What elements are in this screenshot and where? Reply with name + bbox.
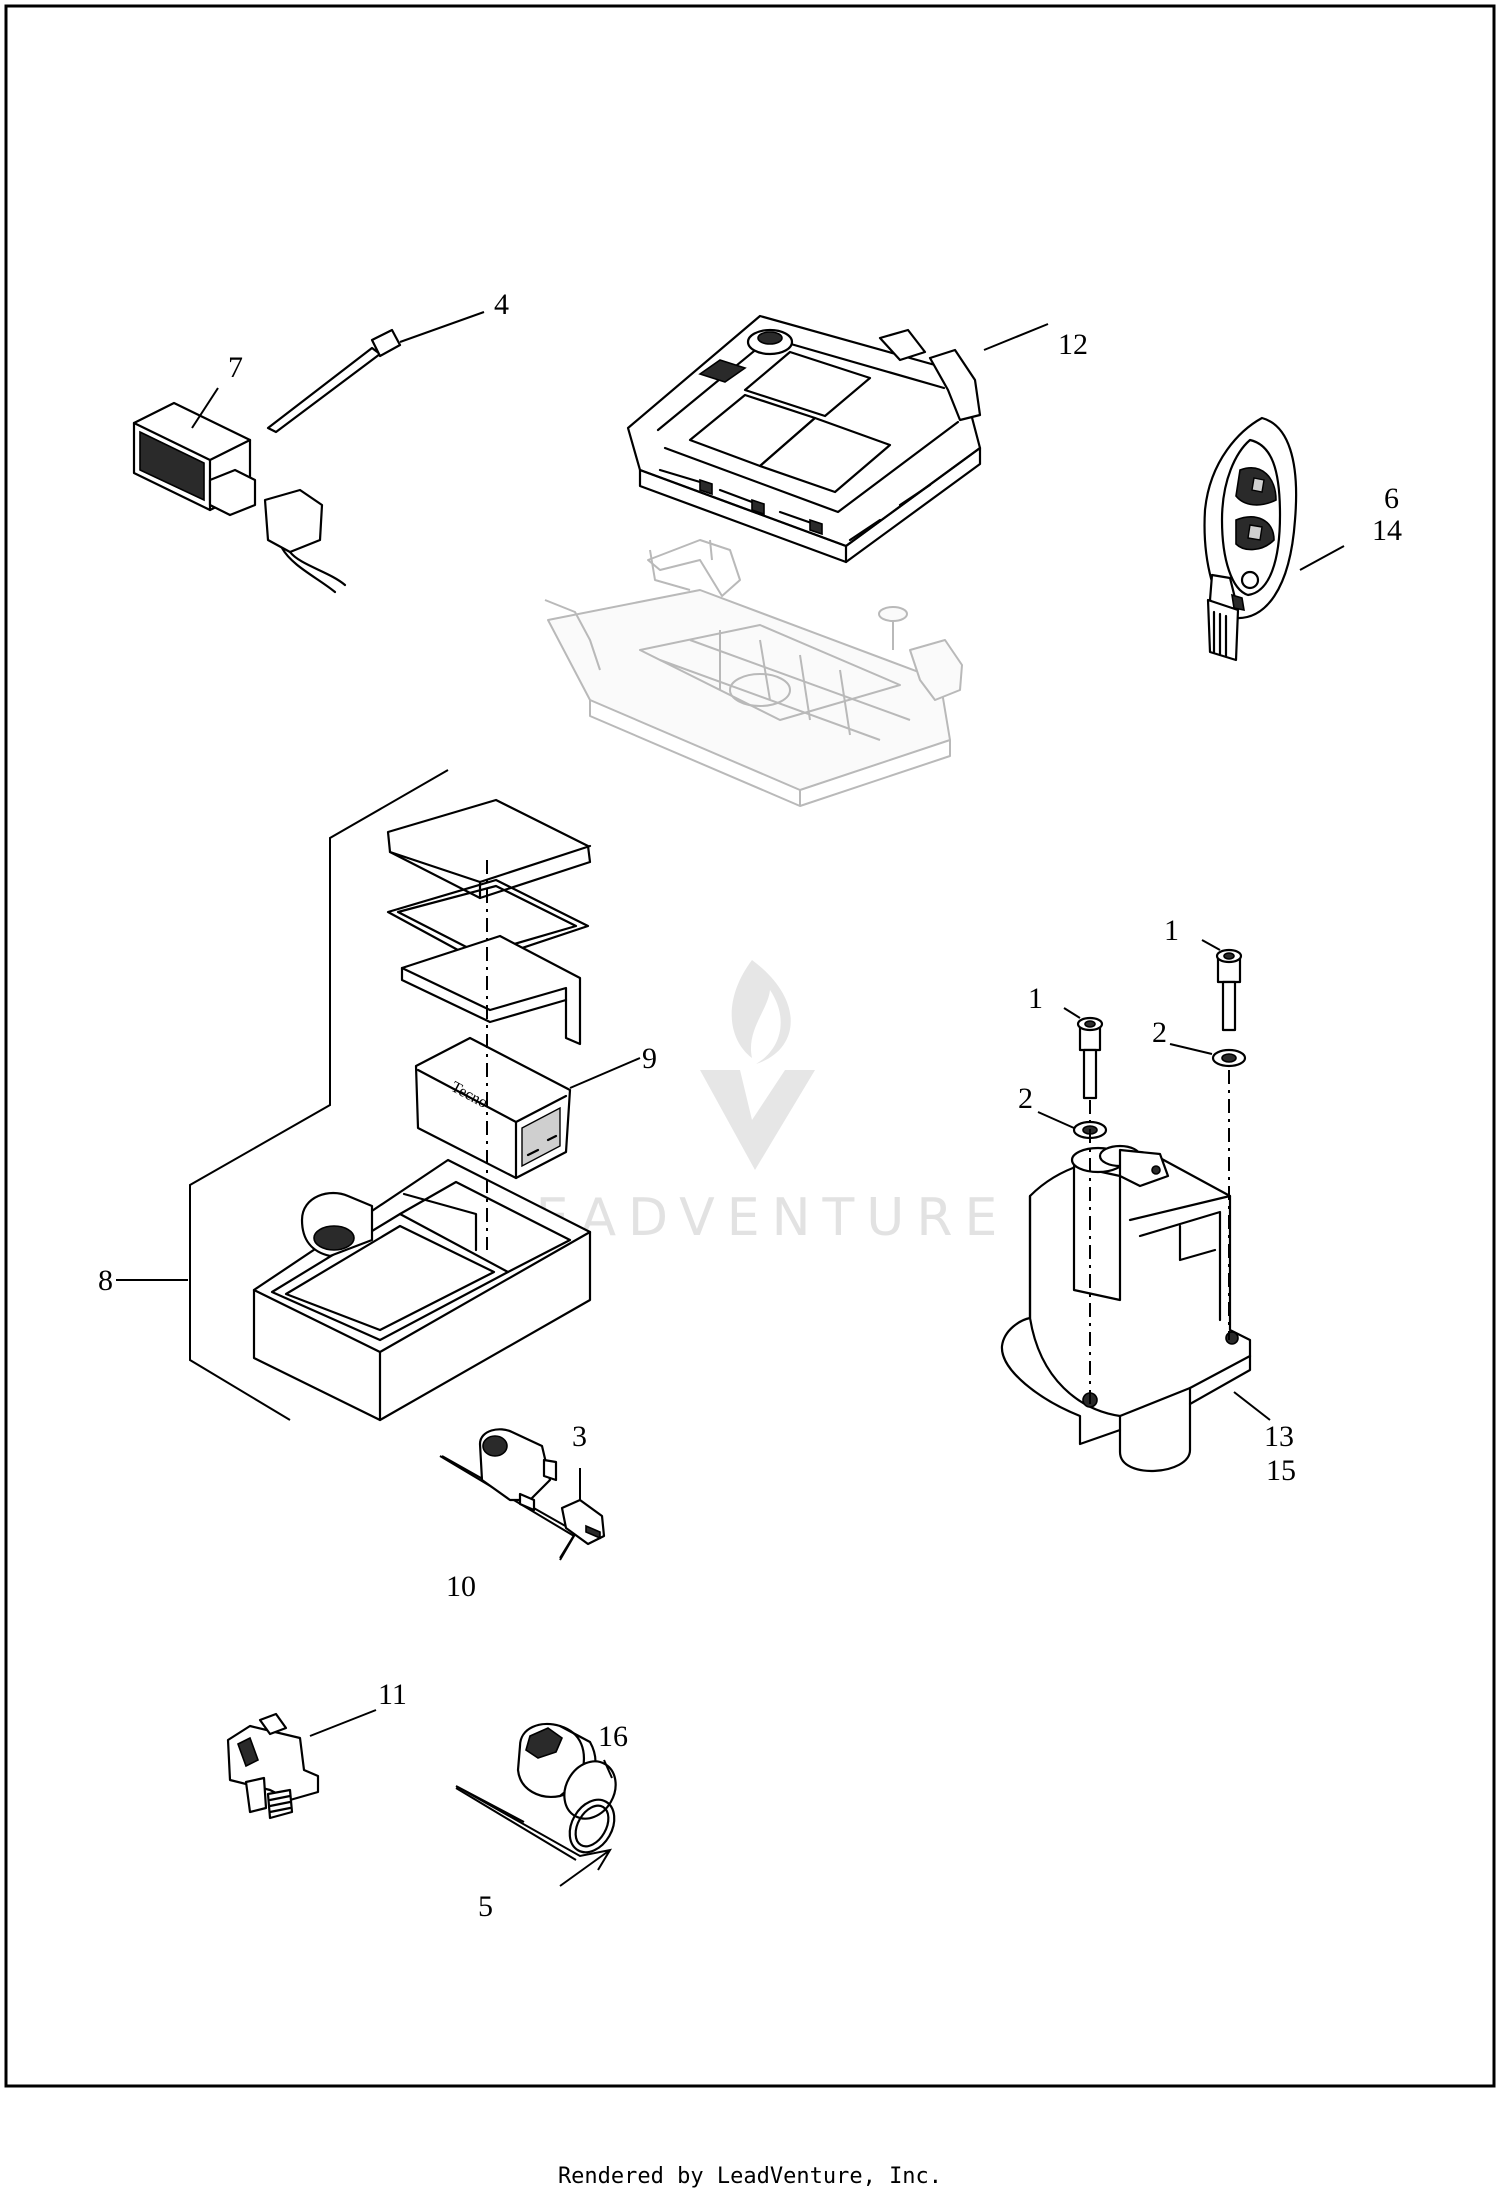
callout-11: 11 [378, 1678, 407, 1711]
v-logo-icon [700, 1070, 815, 1170]
callout-5: 5 [478, 1890, 493, 1923]
callout-10: 10 [446, 1570, 476, 1603]
callout-1b: 1 [1164, 914, 1179, 947]
callout-14: 14 [1372, 514, 1402, 547]
leader-lines [116, 311, 1345, 1779]
callout-1a: 1 [1028, 982, 1043, 1015]
part-10-switch [439, 1428, 606, 1561]
callout-labels: 7 4 12 6 14 9 8 1 1 2 2 13 15 3 10 11 16… [98, 288, 1402, 1923]
callout-7: 7 [228, 351, 243, 384]
callout-13: 13 [1264, 1420, 1294, 1453]
callout-16: 16 [598, 1720, 628, 1753]
footer-credit: Rendered by LeadVenture, Inc. [557, 2164, 943, 2189]
callout-3: 3 [572, 1420, 587, 1453]
part-8-enclosure-group: Tecno [189, 769, 592, 1422]
callout-6: 6 [1384, 482, 1399, 515]
callout-2a: 2 [1018, 1082, 1033, 1115]
flame-icon [731, 960, 791, 1064]
callout-9: 9 [642, 1042, 657, 1075]
ecm-tray-ghost [544, 539, 963, 807]
part-4-cable-tie [266, 328, 402, 434]
callout-8: 8 [98, 1264, 113, 1297]
part-13-switch-housing [1000, 948, 1252, 1472]
part-7-sensor [132, 401, 347, 594]
part-6-key-fob [1203, 416, 1298, 662]
diagram-frame [4, 4, 1496, 2088]
callout-15: 15 [1266, 1454, 1296, 1487]
callout-2b: 2 [1152, 1016, 1167, 1049]
part-11-sensor [226, 1712, 320, 1820]
callout-12: 12 [1058, 328, 1088, 361]
part-12-ecm [626, 314, 982, 564]
callout-4: 4 [494, 288, 509, 321]
part-5-plug [455, 1722, 617, 1887]
